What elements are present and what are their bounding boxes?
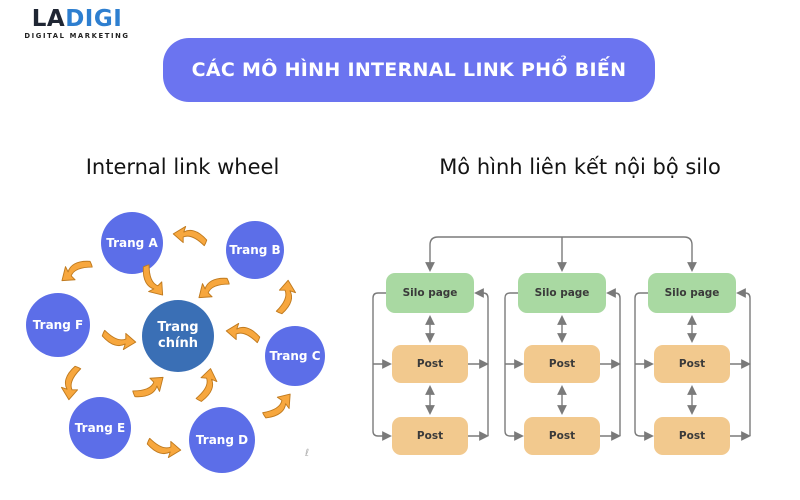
ladigi-logo: LADIGI DIGITAL MARKETING <box>22 6 132 40</box>
silo-diagram: Silo page Post Post Silo page Post Post … <box>360 195 800 485</box>
post-box: Post <box>524 345 600 383</box>
watermark-mark: ℓ <box>305 448 310 459</box>
silo-page-label: Silo page <box>402 287 458 299</box>
wheel-node-label: Trang D <box>195 433 249 447</box>
wheel-node-trang-b: Trang B <box>226 221 284 279</box>
logo-tagline: DIGITAL MARKETING <box>22 32 132 40</box>
silo-page-box: Silo page <box>648 273 736 313</box>
post-label: Post <box>548 358 576 370</box>
wheel-node-trang-a: Trang A <box>101 212 163 274</box>
curved-arrow-f-to-center <box>101 329 137 351</box>
post-label: Post <box>548 430 576 442</box>
logo-brand-blue: DIGI <box>65 6 123 32</box>
wheel-node-label: Trang A <box>106 236 158 250</box>
wheel-center-label: Trang chính <box>157 319 199 351</box>
curved-arrow-c-to-center <box>225 322 261 344</box>
post-label: Post <box>416 358 444 370</box>
curved-arrow-d-to-center <box>195 367 219 404</box>
post-box: Post <box>392 417 468 455</box>
title-banner: CÁC MÔ HÌNH INTERNAL LINK PHỔ BIẾN <box>163 38 655 102</box>
post-label: Post <box>678 430 706 442</box>
curved-arrow-e-to-d <box>146 437 182 459</box>
silo-section-heading: Mô hình liên kết nội bộ silo <box>439 155 721 179</box>
post-box: Post <box>392 345 468 383</box>
wheel-node-trang-c: Trang C <box>265 326 325 386</box>
post-box: Post <box>654 417 730 455</box>
logo-brand-dark: LA <box>31 6 66 32</box>
col2-right-loop <box>606 288 621 436</box>
curved-arrow-c-to-b <box>275 279 297 315</box>
wheel-node-trang-chinh: Trang chính <box>142 300 214 372</box>
wheel-node-trang-f: Trang F <box>26 293 90 357</box>
silo-page-box: Silo page <box>386 273 474 313</box>
col3-right-loop <box>736 288 751 436</box>
logo-brand: LADIGI <box>22 6 132 32</box>
wheel-node-label: Trang E <box>74 421 126 435</box>
logo-tagline-text: DIGITAL MARKETING <box>24 32 130 40</box>
wheel-node-trang-e: Trang E <box>69 397 131 459</box>
silo-page-label: Silo page <box>534 287 590 299</box>
curved-arrow-f-to-e <box>60 365 82 401</box>
wheel-section-heading: Internal link wheel <box>85 155 280 179</box>
wheel-node-label: Trang F <box>32 318 84 332</box>
curved-arrow-d-to-c <box>260 386 297 427</box>
post-label: Post <box>416 430 444 442</box>
wheel-node-label: Trang B <box>229 243 281 257</box>
post-box: Post <box>654 345 730 383</box>
curved-arrow-b-to-center <box>193 268 232 307</box>
curved-arrow-b-to-a <box>172 225 208 247</box>
page-title: CÁC MÔ HÌNH INTERNAL LINK PHỔ BIẾN <box>191 59 627 81</box>
silo-page-box: Silo page <box>518 273 606 313</box>
post-box: Post <box>524 417 600 455</box>
post-label: Post <box>678 358 706 370</box>
silo-page-label: Silo page <box>664 287 720 299</box>
curved-arrow-a-to-f <box>56 251 95 290</box>
curved-arrow-e-to-center <box>130 368 169 407</box>
silo-connector-layer <box>372 236 751 441</box>
wheel-node-trang-d: Trang D <box>189 407 255 473</box>
col1-right-loop <box>474 288 489 436</box>
top-link-line <box>425 236 697 272</box>
wheel-node-label: Trang C <box>269 349 321 363</box>
